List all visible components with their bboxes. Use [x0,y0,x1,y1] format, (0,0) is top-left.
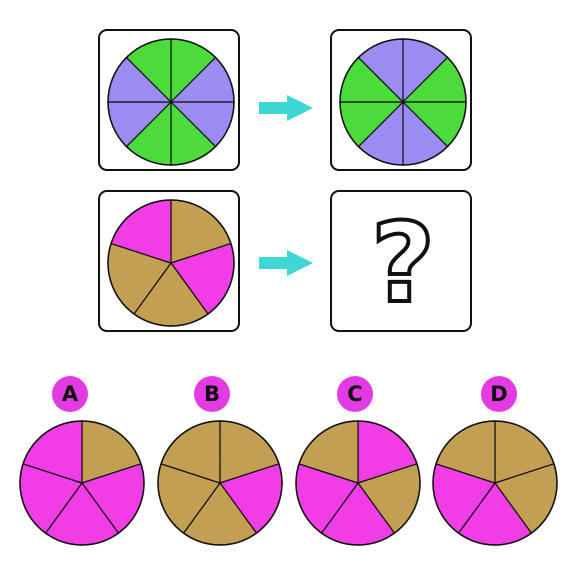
option-d-badge[interactable]: D [481,376,517,412]
pie-outline [107,199,235,327]
test-before-panel [98,190,240,332]
question-mark: ? [369,199,437,327]
option-c-badge[interactable]: C [337,376,373,412]
pie-outline [339,38,467,166]
arrow-right-icon [259,95,313,121]
test-before-pie [107,199,235,327]
option-b-badge[interactable]: B [194,376,230,412]
pie-outline [157,420,283,546]
pie-outline [107,38,235,166]
option-a-badge[interactable]: A [52,376,88,412]
answer-panel[interactable]: ? [330,190,472,332]
arrow-right-icon [259,250,313,276]
example-after-panel [330,29,472,171]
example-before-pie [107,38,235,166]
pie-outline [295,420,421,546]
option-b-pie[interactable] [155,418,285,548]
example-before-panel [98,29,240,171]
option-a-pie[interactable] [17,418,147,548]
pie-outline [19,420,145,546]
option-c-pie[interactable] [293,418,423,548]
option-d-pie[interactable] [430,418,560,548]
pie-outline [432,420,558,546]
example-after-pie [339,38,467,166]
